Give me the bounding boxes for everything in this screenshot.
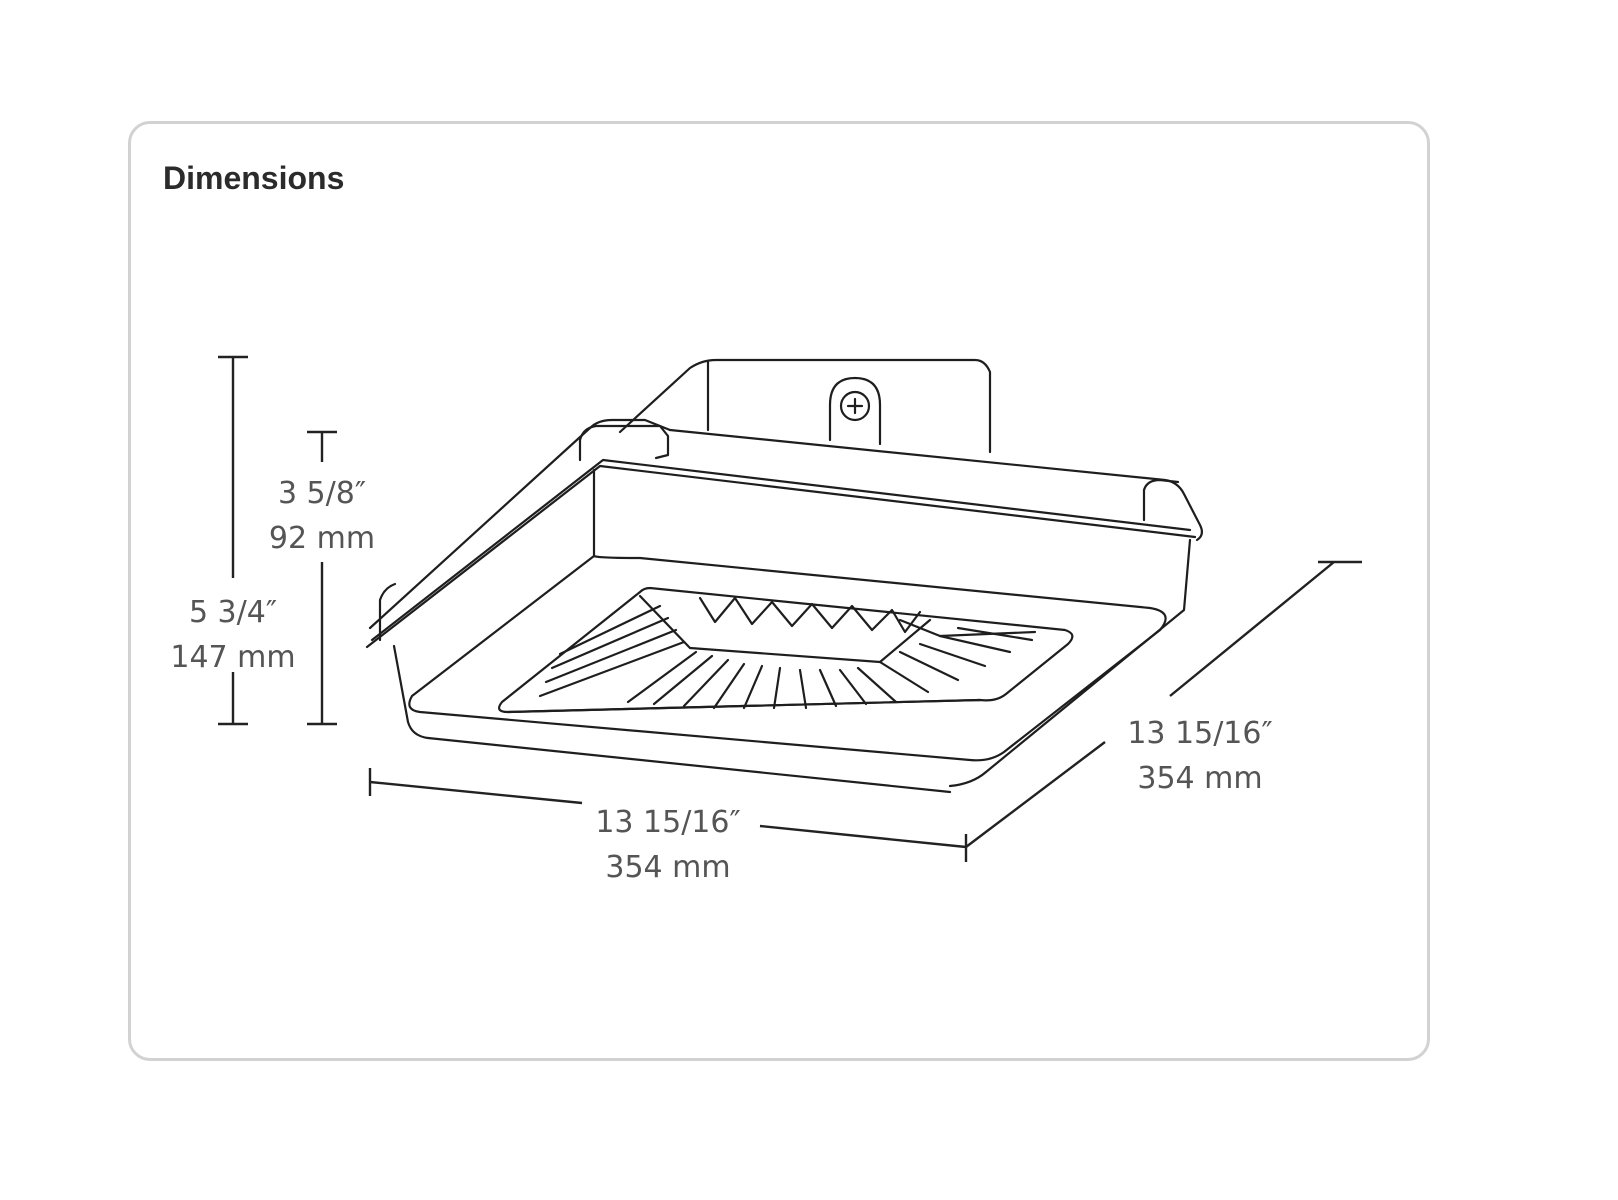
canopy-light-fixture-illustration	[365, 358, 1204, 794]
reflector-fins	[538, 594, 1037, 710]
width-imperial: 13 15/16″	[595, 805, 740, 840]
depth-dimension: 13 15/16″ 354 mm	[965, 560, 1362, 848]
section-title: Dimensions	[163, 160, 345, 196]
width-metric: 354 mm	[605, 850, 730, 885]
depth-imperial: 13 15/16″	[1127, 716, 1272, 751]
body-height-dimension: 3 5/8″ 92 mm	[269, 430, 375, 726]
overall-height-metric: 147 mm	[170, 640, 295, 675]
overall-height-dimension: 5 3/4″ 147 mm	[170, 355, 296, 726]
body-height-metric: 92 mm	[269, 521, 375, 556]
depth-metric: 354 mm	[1137, 761, 1262, 796]
width-dimension: 13 15/16″ 354 mm	[368, 768, 968, 885]
dimensions-card: Dimensions	[128, 121, 1430, 1061]
overall-height-imperial: 5 3/4″	[189, 595, 277, 630]
body-height-imperial: 3 5/8″	[278, 476, 366, 511]
